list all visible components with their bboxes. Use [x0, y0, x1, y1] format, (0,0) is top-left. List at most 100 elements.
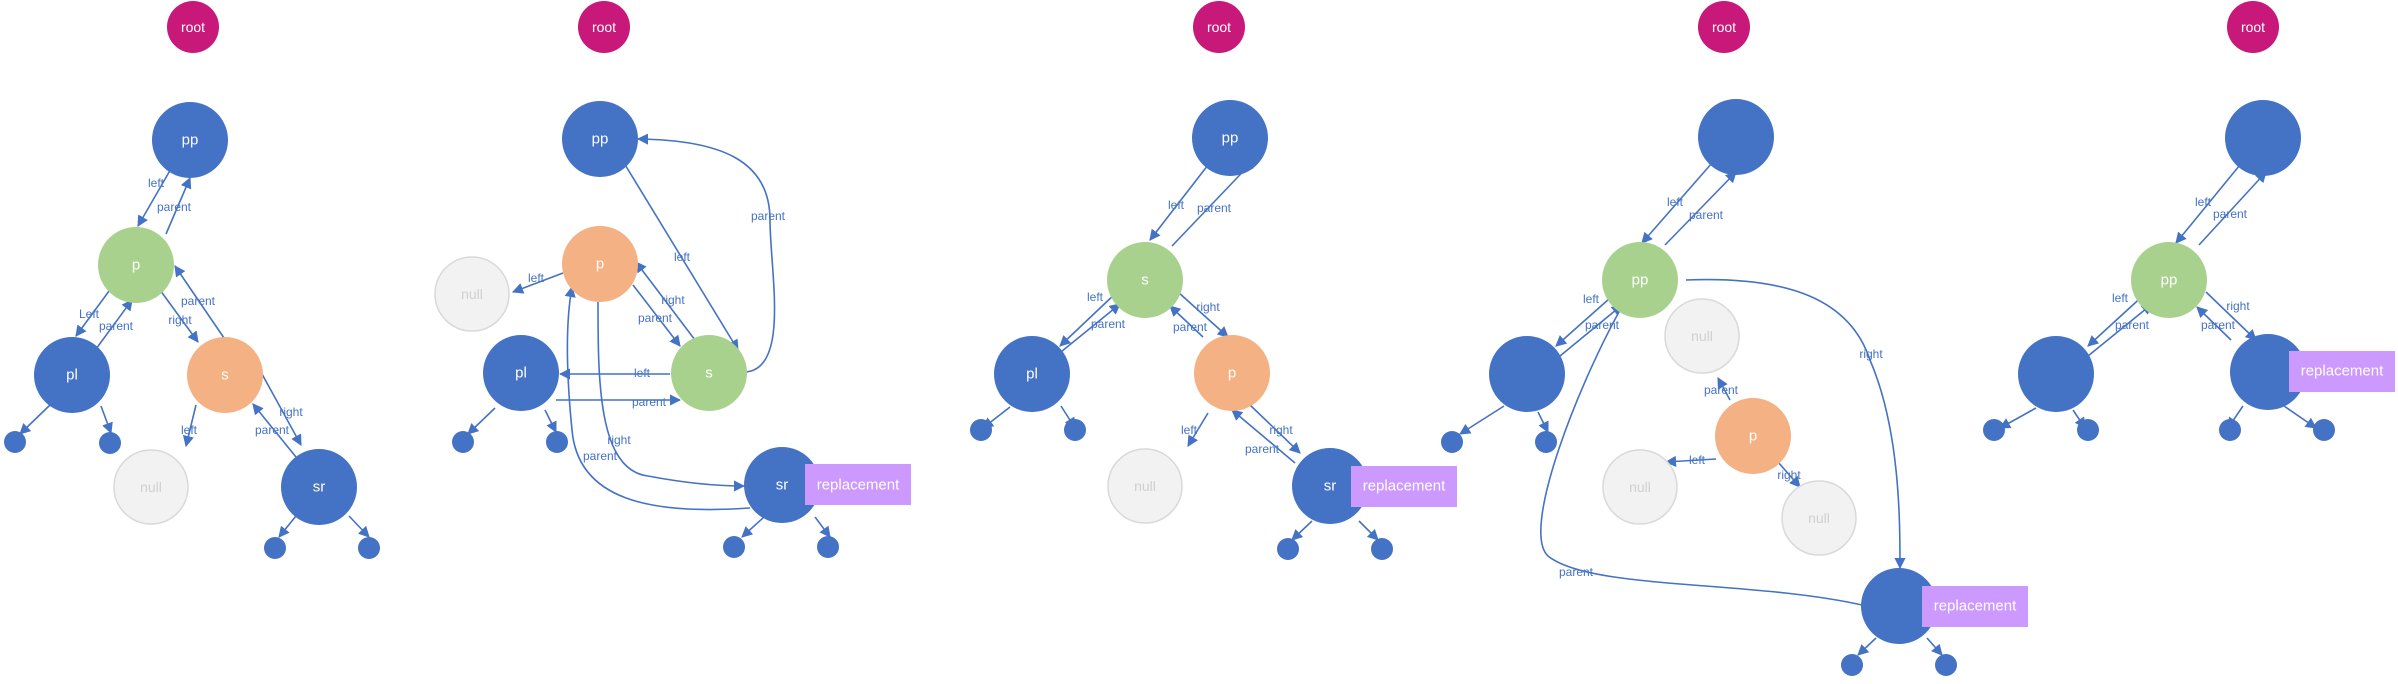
node-p: p: [1715, 398, 1791, 474]
edge-p-s-parent-3: [1169, 305, 1204, 338]
node-pl: pl: [994, 336, 1070, 412]
leaf-node: [1371, 538, 1393, 560]
node-label: pp: [1632, 272, 1649, 289]
root-node: root: [167, 1, 219, 53]
edge-repl-leaf2-4: [1926, 637, 1943, 656]
edge-label: left: [1087, 290, 1104, 304]
edge-label: left: [1667, 195, 1684, 209]
leaf-node: [452, 431, 474, 453]
node-left: [2018, 336, 2094, 412]
root-node: root: [1698, 1, 1750, 53]
edge-pp-s-left-2: [623, 162, 739, 351]
edge-p-null-left-3: [1187, 412, 1209, 447]
edge-repl-leaf2-5: [2283, 405, 2317, 429]
leaf-node: [1277, 538, 1299, 560]
null-label: null: [140, 479, 162, 495]
root-label: root: [1207, 19, 1231, 35]
node-replacement: [2230, 334, 2306, 410]
edge-pp-top-parent-5: [2198, 171, 2267, 246]
edge-sr-leaf1-1: [278, 515, 297, 538]
edge-pl-leaf2-2: [544, 409, 557, 434]
node-label: pl: [66, 367, 78, 384]
edge-sr-s-parent-1: [252, 403, 297, 458]
node-p: p: [1194, 335, 1270, 411]
edge-label: left: [181, 423, 198, 437]
node-label: pp: [2161, 272, 2178, 289]
edge-left-pp-parent-4: [1559, 304, 1623, 357]
edge-label: parent: [99, 319, 134, 333]
edge-s-null-left-1: [182, 404, 197, 448]
leaf-node: [2313, 419, 2335, 441]
node-label: sr: [776, 477, 789, 494]
leaf-node: [1064, 419, 1086, 441]
node-pp: pp: [562, 101, 638, 177]
node-pp: pp: [2131, 242, 2207, 318]
leaf-node: [817, 536, 839, 558]
edge-p-null-left-2: [511, 272, 564, 294]
node-label: s: [221, 367, 229, 384]
edge-label: parent: [1197, 201, 1232, 215]
edge-leftnode-leaf1-4: [1459, 405, 1505, 435]
leaf-node: [970, 419, 992, 441]
edge-s-p-parent-1: [174, 265, 225, 339]
leaf-node: [264, 537, 286, 559]
edge-pp-left-5: [2087, 291, 2148, 347]
node-label: pp: [592, 131, 609, 148]
edge-label: left: [1689, 453, 1706, 467]
node-label: sr: [1324, 478, 1337, 495]
edges: [19, 133, 2317, 656]
node-sr: sr: [1292, 448, 1368, 524]
edge-top-pp-left-4: [1641, 162, 1713, 244]
root-node: root: [578, 1, 630, 53]
edge-p-pp-parent-1: [165, 176, 192, 235]
null-label: null: [1808, 510, 1830, 526]
edge-p-null-parent-4: [1717, 377, 1731, 401]
edge-label: parent: [1704, 383, 1739, 397]
replacement-label: replacement: [1363, 478, 1446, 495]
edge-label: parent: [2115, 318, 2150, 332]
replacement-label: replacement: [1934, 598, 2017, 615]
null-label: null: [461, 286, 483, 302]
edge-label: parent: [583, 449, 618, 463]
edge-pl-leaf1-2: [467, 407, 496, 435]
edge-label: left: [1583, 292, 1600, 306]
node-pp: pp: [1192, 100, 1268, 176]
node-pp: pp: [152, 102, 228, 178]
root-label: root: [592, 19, 616, 35]
edge-p-nullleft-left-4: [1664, 455, 1717, 467]
edge-label: right: [1859, 347, 1883, 361]
root-node: root: [1193, 1, 1245, 53]
leaf-node: [546, 431, 568, 453]
edge-p-pl-left-1: [75, 286, 113, 337]
node-null: null: [1781, 480, 1857, 556]
root-label: root: [1712, 19, 1736, 35]
edge-sr-leaf2-3: [1358, 520, 1379, 541]
edge-label: parent: [638, 311, 673, 325]
edge-p-sr-right-3: [1249, 404, 1301, 454]
node-top: [2225, 100, 2301, 176]
edge-label: Left: [79, 307, 100, 321]
node-pl: pl: [34, 337, 110, 413]
node-sr: sr: [281, 449, 357, 525]
edge-sr-leaf1-2: [741, 516, 765, 538]
edge-label: right: [661, 293, 685, 307]
node-label: pl: [1026, 366, 1038, 383]
node-null: null: [1107, 448, 1183, 524]
edge-label: right: [2226, 299, 2250, 313]
edge-label: parent: [751, 209, 786, 223]
leaf-node: [358, 537, 380, 559]
edge-s-p-parent-2: [635, 261, 696, 341]
edge-s-p-right-3: [1177, 291, 1229, 338]
null-label: null: [1691, 328, 1713, 344]
edge-label: left: [528, 271, 545, 285]
edge-leftnode-leaf2-4: [1537, 411, 1549, 434]
edge-label: parent: [1585, 318, 1620, 332]
leaf-node: [1841, 654, 1863, 676]
edge-label: left: [1181, 423, 1198, 437]
node-label: p: [1228, 365, 1236, 382]
edge-pp-p-left-1: [137, 166, 173, 227]
node-label: p: [1749, 428, 1757, 445]
edge-s-sr-right-1: [261, 373, 302, 446]
